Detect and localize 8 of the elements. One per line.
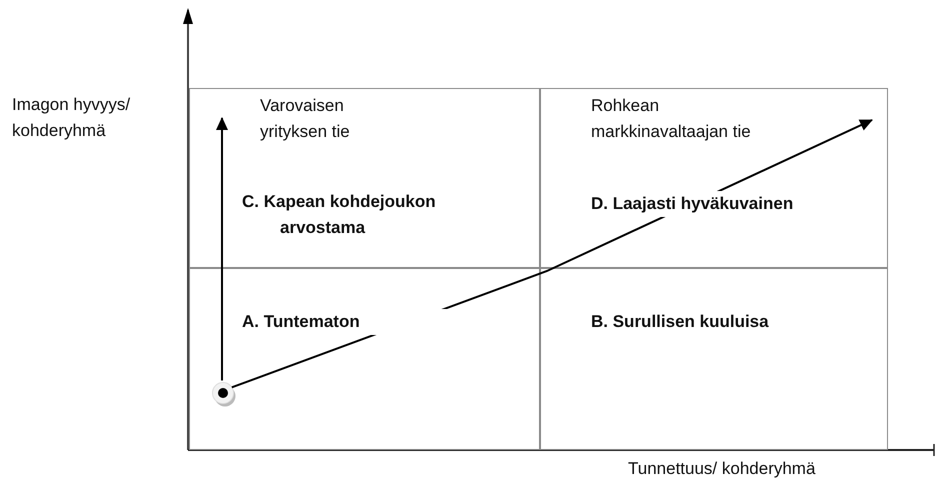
arrow (216, 117, 228, 380)
quadrant-cell (189, 268, 540, 450)
quadrant-cell (540, 88, 888, 268)
axis-label: Imagon hyvyys/ kohderyhmä (12, 94, 132, 142)
quadrant-cell (540, 268, 888, 450)
start-point-marker (212, 381, 236, 407)
quadrant-cell (189, 88, 540, 268)
axis-label: Tunnettuus/ kohderyhmä (628, 458, 816, 480)
